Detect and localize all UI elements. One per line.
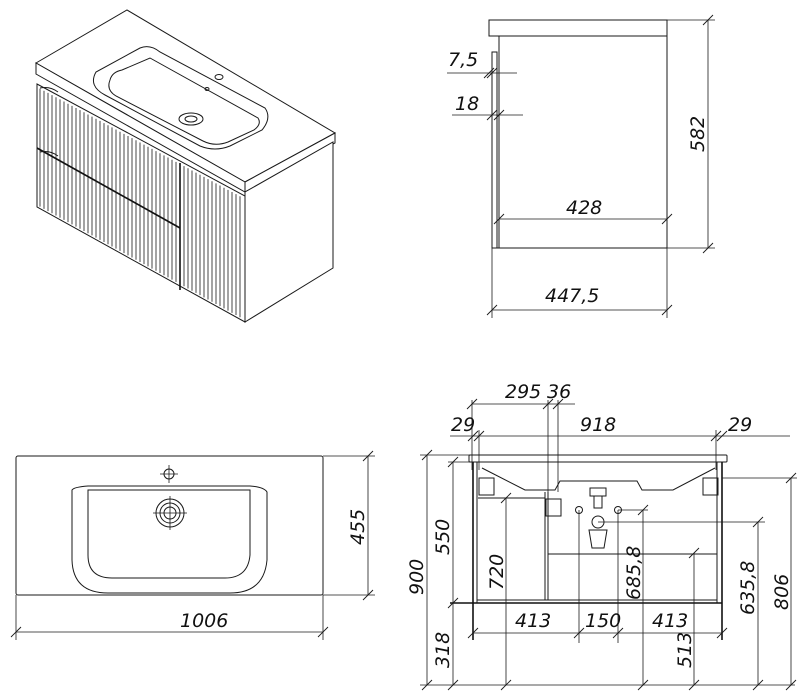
countertop-outline bbox=[15, 455, 324, 596]
dim-18: 18 bbox=[455, 93, 479, 115]
side-front-panel bbox=[491, 51, 498, 249]
dim-900: 900 bbox=[406, 559, 428, 595]
dim-447-5: 447,5 bbox=[545, 285, 599, 307]
iso-basin-outer bbox=[93, 46, 269, 150]
dim-428: 428 bbox=[566, 197, 602, 219]
dim-455: 455 bbox=[347, 509, 369, 545]
dim-685-8: 685,8 bbox=[623, 546, 645, 600]
dim-36: 36 bbox=[547, 381, 571, 403]
siphon-icon bbox=[588, 487, 608, 549]
drawer-handle-bottom bbox=[39, 151, 59, 157]
dim-7-5: 7,5 bbox=[448, 49, 478, 71]
front-view: 295 36 29 918 29 900 550 318 720 685,8 5… bbox=[406, 381, 797, 691]
drawer-divider bbox=[36, 147, 181, 229]
fluted-front-pattern bbox=[39, 88, 241, 318]
dim-550: 550 bbox=[432, 519, 454, 555]
iso-drain-inner bbox=[184, 115, 198, 123]
front-basin-profile bbox=[481, 467, 716, 491]
cabinet-front-face bbox=[36, 83, 246, 323]
dim-150: 150 bbox=[585, 610, 621, 632]
basin-outer bbox=[71, 485, 268, 594]
iso-basin-inner bbox=[108, 57, 260, 145]
front-countertop bbox=[468, 454, 728, 463]
side-view: 7,5 18 428 447,5 582 bbox=[447, 14, 715, 318]
dim-635-8: 635,8 bbox=[737, 561, 759, 615]
dim-413-left: 413 bbox=[515, 610, 551, 632]
basin-inner bbox=[87, 489, 251, 579]
dim-720: 720 bbox=[486, 554, 508, 590]
hinge-middle-icon bbox=[545, 498, 562, 517]
hinge-left-icon bbox=[478, 477, 495, 496]
dim-582: 582 bbox=[687, 116, 709, 152]
dim-1006: 1006 bbox=[180, 610, 228, 632]
drawer-handle-top bbox=[39, 87, 59, 93]
dim-29-left: 29 bbox=[451, 414, 475, 436]
top-view: 455 1006 bbox=[10, 450, 375, 640]
dim-318: 318 bbox=[432, 632, 454, 668]
hinge-right-icon bbox=[702, 477, 719, 496]
side-countertop bbox=[488, 19, 668, 37]
countertop-side-edge bbox=[244, 132, 336, 193]
dim-295: 295 bbox=[505, 381, 541, 403]
isometric-view bbox=[34, 9, 337, 323]
iso-overflow-hole bbox=[204, 87, 210, 91]
dim-513: 513 bbox=[674, 632, 696, 668]
dim-29-right: 29 bbox=[728, 414, 752, 436]
dim-413-right: 413 bbox=[652, 610, 688, 632]
iso-drain-outer bbox=[178, 112, 204, 126]
dim-918: 918 bbox=[580, 414, 616, 436]
dim-806: 806 bbox=[771, 574, 793, 610]
iso-tap-hole bbox=[214, 74, 224, 80]
